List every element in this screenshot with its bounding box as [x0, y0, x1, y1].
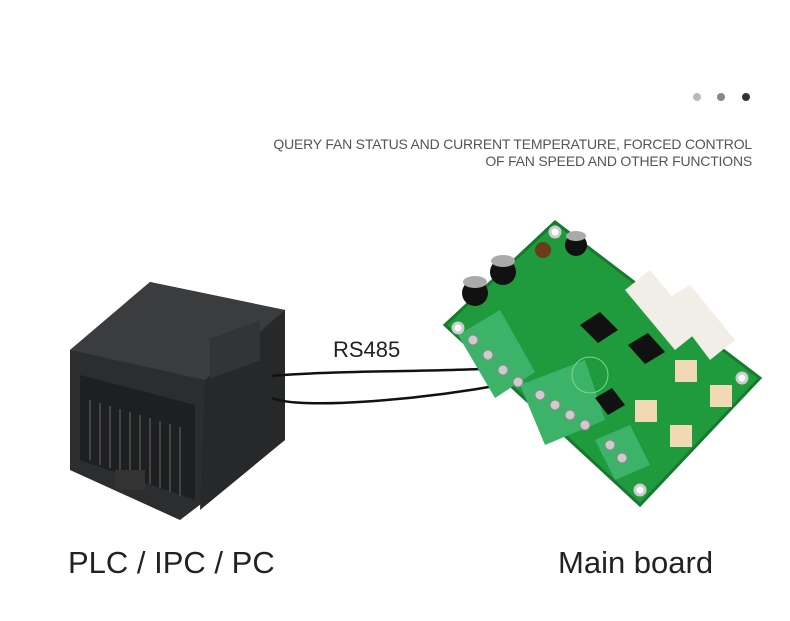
main-board-label: Main board	[558, 545, 714, 580]
subtitle: QUERY FAN STATUS AND CURRENT TEMPERATURE…	[273, 136, 752, 170]
pager-dot-3-active[interactable]	[742, 93, 750, 101]
pager-dot-2[interactable]	[717, 93, 725, 101]
pager-dot-1[interactable]	[693, 93, 701, 101]
rs485-label: RS485	[333, 337, 401, 362]
plc-ipc-pc-label: PLC / IPC / PC	[68, 545, 275, 580]
subtitle-line-1: QUERY FAN STATUS AND CURRENT TEMPERATURE…	[273, 136, 752, 152]
rs485-cable-b	[271, 382, 507, 405]
plc-device-image	[70, 282, 285, 520]
rs485-cable-a	[271, 366, 503, 378]
subtitle-line-2: OF FAN SPEED AND OTHER FUNCTIONS	[485, 153, 752, 169]
main-board-image	[442, 220, 763, 508]
